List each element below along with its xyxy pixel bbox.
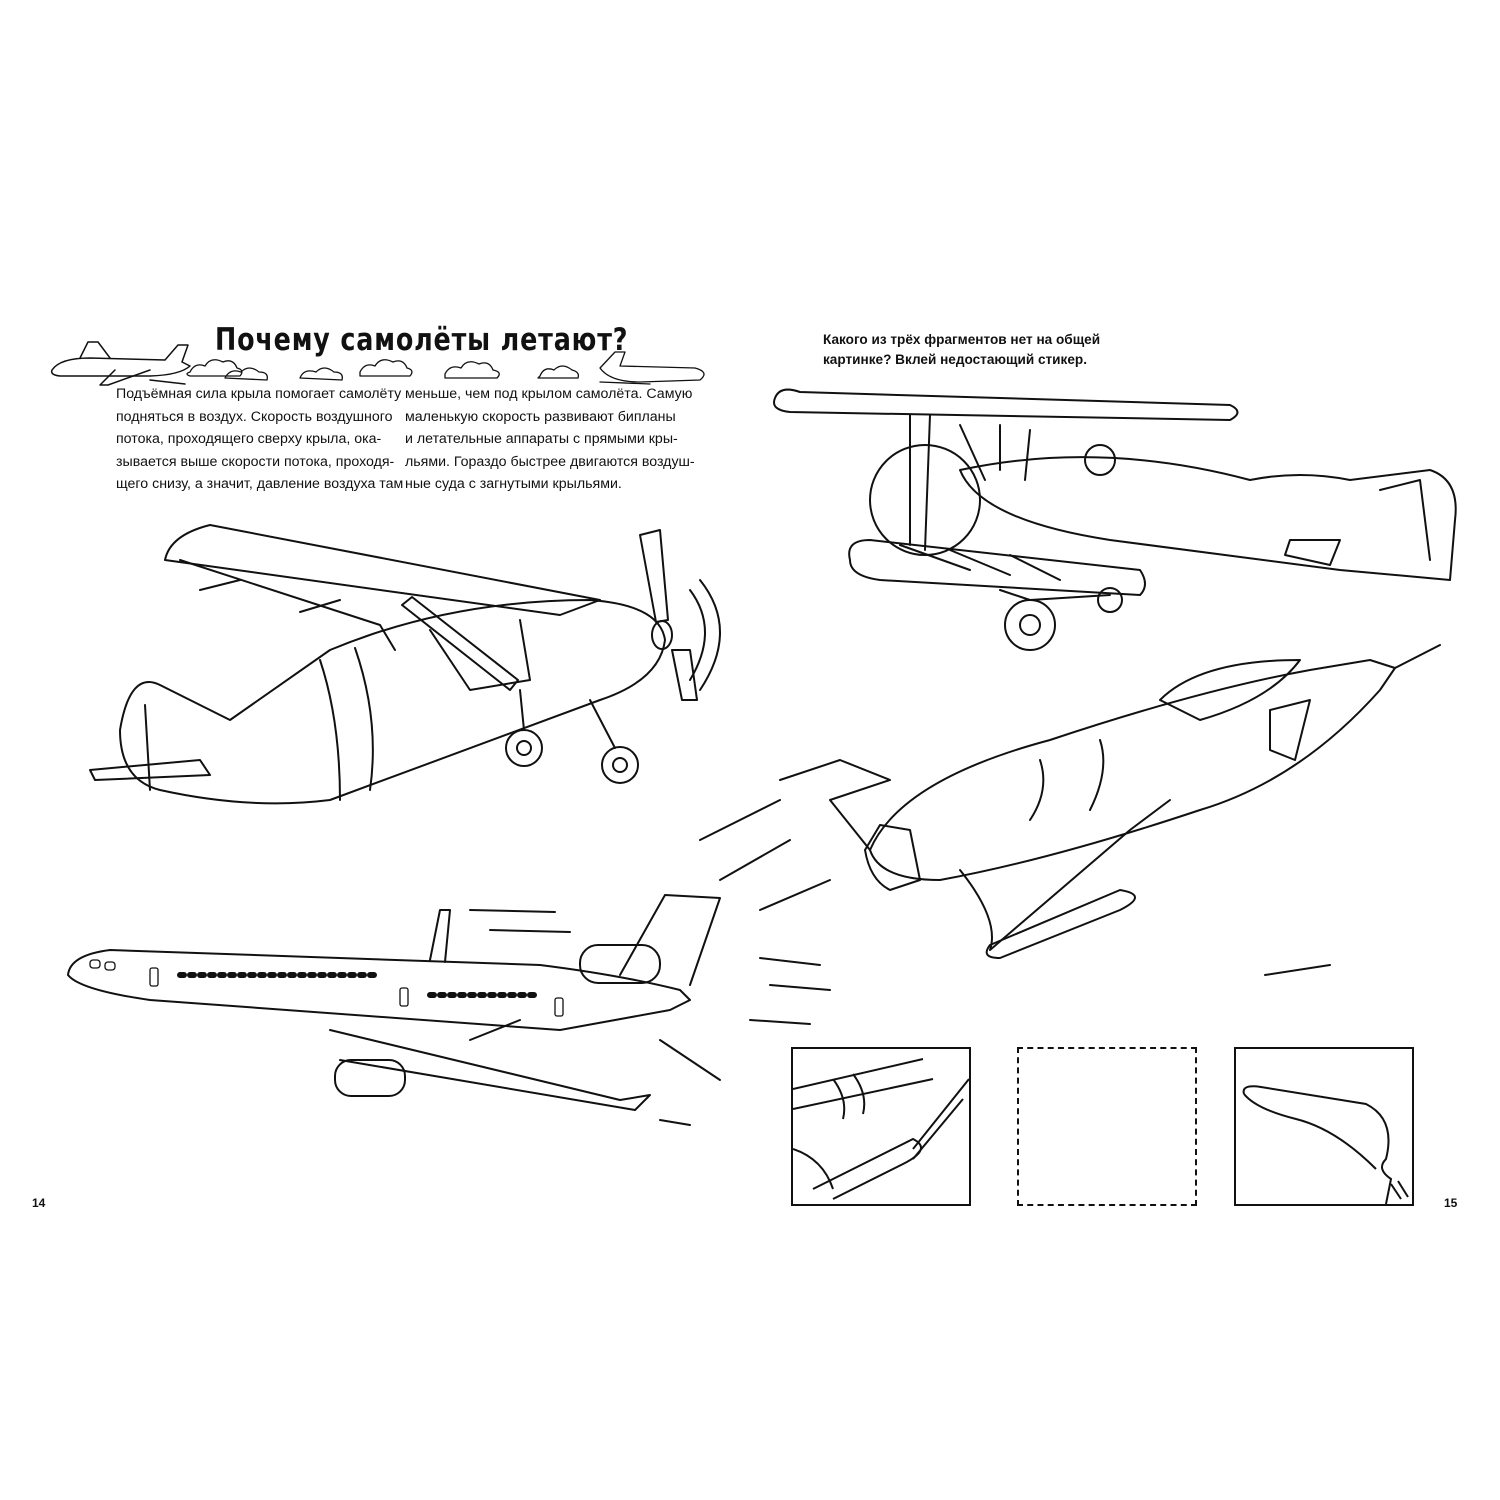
page-title: Почему самолёты летают?: [215, 322, 629, 358]
text-line: льями. Гораздо быстрее двигаются воздуш-: [405, 453, 695, 470]
jet-fighter-drawing: [699, 644, 1441, 976]
text-line: картинке? Вклей недостающий стикер.: [823, 352, 1087, 367]
propeller-plane-drawing: [89, 524, 721, 805]
text-line: меньше, чем под крылом самолёта. Самую: [405, 386, 693, 402]
text-line: и летательные аппараты с прямыми кры-: [405, 431, 678, 447]
text-line: Какого из трёх фрагментов нет на общей: [823, 332, 1101, 347]
body-text-column-1: Подъёмная сила крыла помогает самолёту п…: [116, 383, 403, 496]
sticker-placeholder[interactable]: [1017, 1047, 1197, 1206]
page-number-right: 15: [1444, 1196, 1458, 1210]
body-text-column-2: меньше, чем под крылом самолёта. Самую м…: [405, 383, 695, 496]
biplane-drawing: [773, 388, 1457, 651]
fragment-3-drawing: [1242, 1085, 1409, 1204]
text-line: щего снизу, а значит, давление воздуха т…: [116, 476, 404, 492]
page-number-left: 14: [32, 1196, 46, 1210]
fragment-option-1[interactable]: [791, 1047, 971, 1206]
task-instructions: Какого из трёх фрагментов нет на общей к…: [823, 330, 1100, 370]
text-line: маленькую скорость развивают бипланы: [405, 408, 676, 425]
text-line: подняться в воздух. Скорость воздушного: [116, 408, 393, 425]
fragment-1-drawing: [793, 1058, 969, 1200]
text-line: ные суда с загнутыми крыльями.: [405, 476, 622, 492]
text-line: потока, проходящего сверху крыла, ока-: [116, 431, 382, 447]
text-line: Подъёмная сила крыла помогает самолёту: [116, 386, 402, 402]
fragment-option-3[interactable]: [1234, 1047, 1414, 1206]
header-clouds-drawing: [186, 351, 705, 385]
airliner-drawing: [67, 894, 831, 1126]
text-line: зывается выше скорости потока, проходя-: [116, 453, 395, 470]
header-airliner-drawing: [50, 341, 191, 386]
